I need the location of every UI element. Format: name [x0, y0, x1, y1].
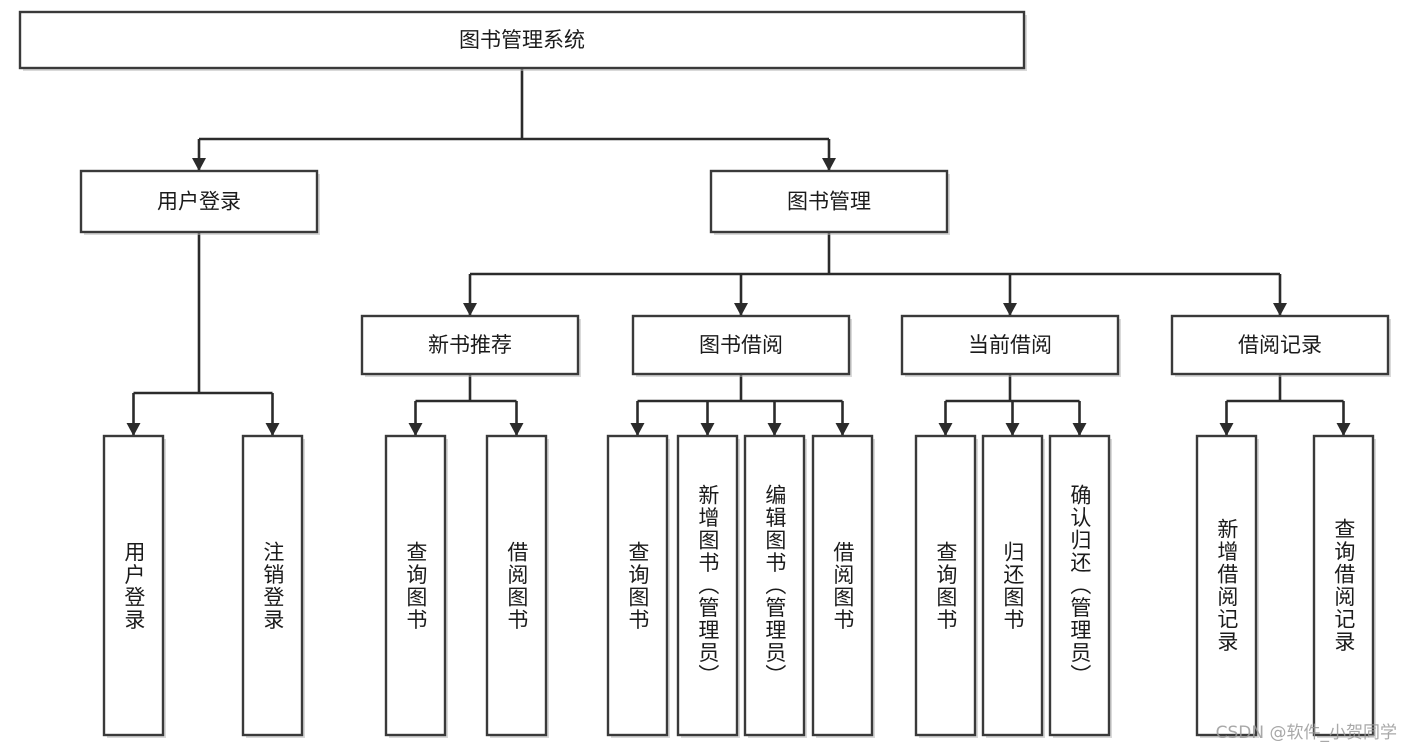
node-box-current-borrow[interactable]: [900, 314, 1120, 376]
arrow-head-icon: [1336, 423, 1351, 436]
arrow-head-icon: [1005, 423, 1020, 436]
arrow-head-icon: [192, 158, 206, 171]
node-box-leaf-confirm-return-admin[interactable]: [1048, 434, 1111, 737]
arrow-head-icon: [700, 423, 715, 436]
node-box-leaf-logout-login[interactable]: [241, 434, 304, 737]
arrow-head-icon: [265, 423, 280, 436]
connector-layer: [126, 68, 1351, 436]
node-label-borrow-record: 借阅记录: [1238, 333, 1322, 357]
node-label-book-manage: 图书管理: [787, 190, 871, 214]
arrow-head-icon: [734, 303, 748, 316]
node-box-leaf-query-book-recommend[interactable]: [384, 434, 447, 737]
node-box-leaf-edit-book-admin[interactable]: [743, 434, 806, 737]
node-box-leaf-query-borrow-record[interactable]: [1312, 434, 1375, 737]
node-box-leaf-borrow-book[interactable]: [811, 434, 874, 737]
arrow-head-icon: [938, 423, 953, 436]
arrow-head-icon: [630, 423, 645, 436]
node-box-leaf-add-borrow-record[interactable]: [1195, 434, 1258, 737]
arrow-head-icon: [1003, 303, 1017, 316]
arrow-head-icon: [1072, 423, 1087, 436]
arrow-head-icon: [822, 158, 836, 171]
node-box-book-borrow[interactable]: [631, 314, 851, 376]
arrow-head-icon: [767, 423, 782, 436]
watermark-text: CSDN @软件_小贺同学: [1215, 723, 1397, 743]
node-box-new-book-recommend[interactable]: [360, 314, 580, 376]
node-box-user-login[interactable]: [79, 169, 319, 234]
node-label-current-borrow: 当前借阅: [968, 333, 1052, 357]
node-box-leaf-borrow-book-recommend[interactable]: [485, 434, 548, 737]
arrow-head-icon: [1219, 423, 1234, 436]
arrow-head-icon: [1273, 303, 1287, 316]
arrow-head-icon: [408, 423, 423, 436]
node-box-leaf-user-login[interactable]: [102, 434, 165, 737]
node-label-book-borrow: 图书借阅: [699, 333, 783, 357]
node-box-leaf-return-book[interactable]: [981, 434, 1044, 737]
arrow-head-icon: [509, 423, 524, 436]
node-box-leaf-query-book-borrow[interactable]: [606, 434, 669, 737]
node-box-borrow-record[interactable]: [1170, 314, 1390, 376]
node-box-leaf-add-book-admin[interactable]: [676, 434, 739, 737]
arrow-head-icon: [835, 423, 850, 436]
arrow-head-icon: [463, 303, 477, 316]
node-box-book-manage[interactable]: [709, 169, 949, 234]
node-label-user-login: 用户登录: [157, 190, 241, 214]
node-box-root[interactable]: [18, 10, 1026, 70]
node-label-new-book-recommend: 新书推荐: [428, 333, 512, 357]
arrow-head-icon: [126, 423, 141, 436]
node-label-root: 图书管理系统: [459, 28, 585, 52]
node-box-leaf-query-book-current[interactable]: [914, 434, 977, 737]
node-box-layer: [18, 10, 1391, 738]
